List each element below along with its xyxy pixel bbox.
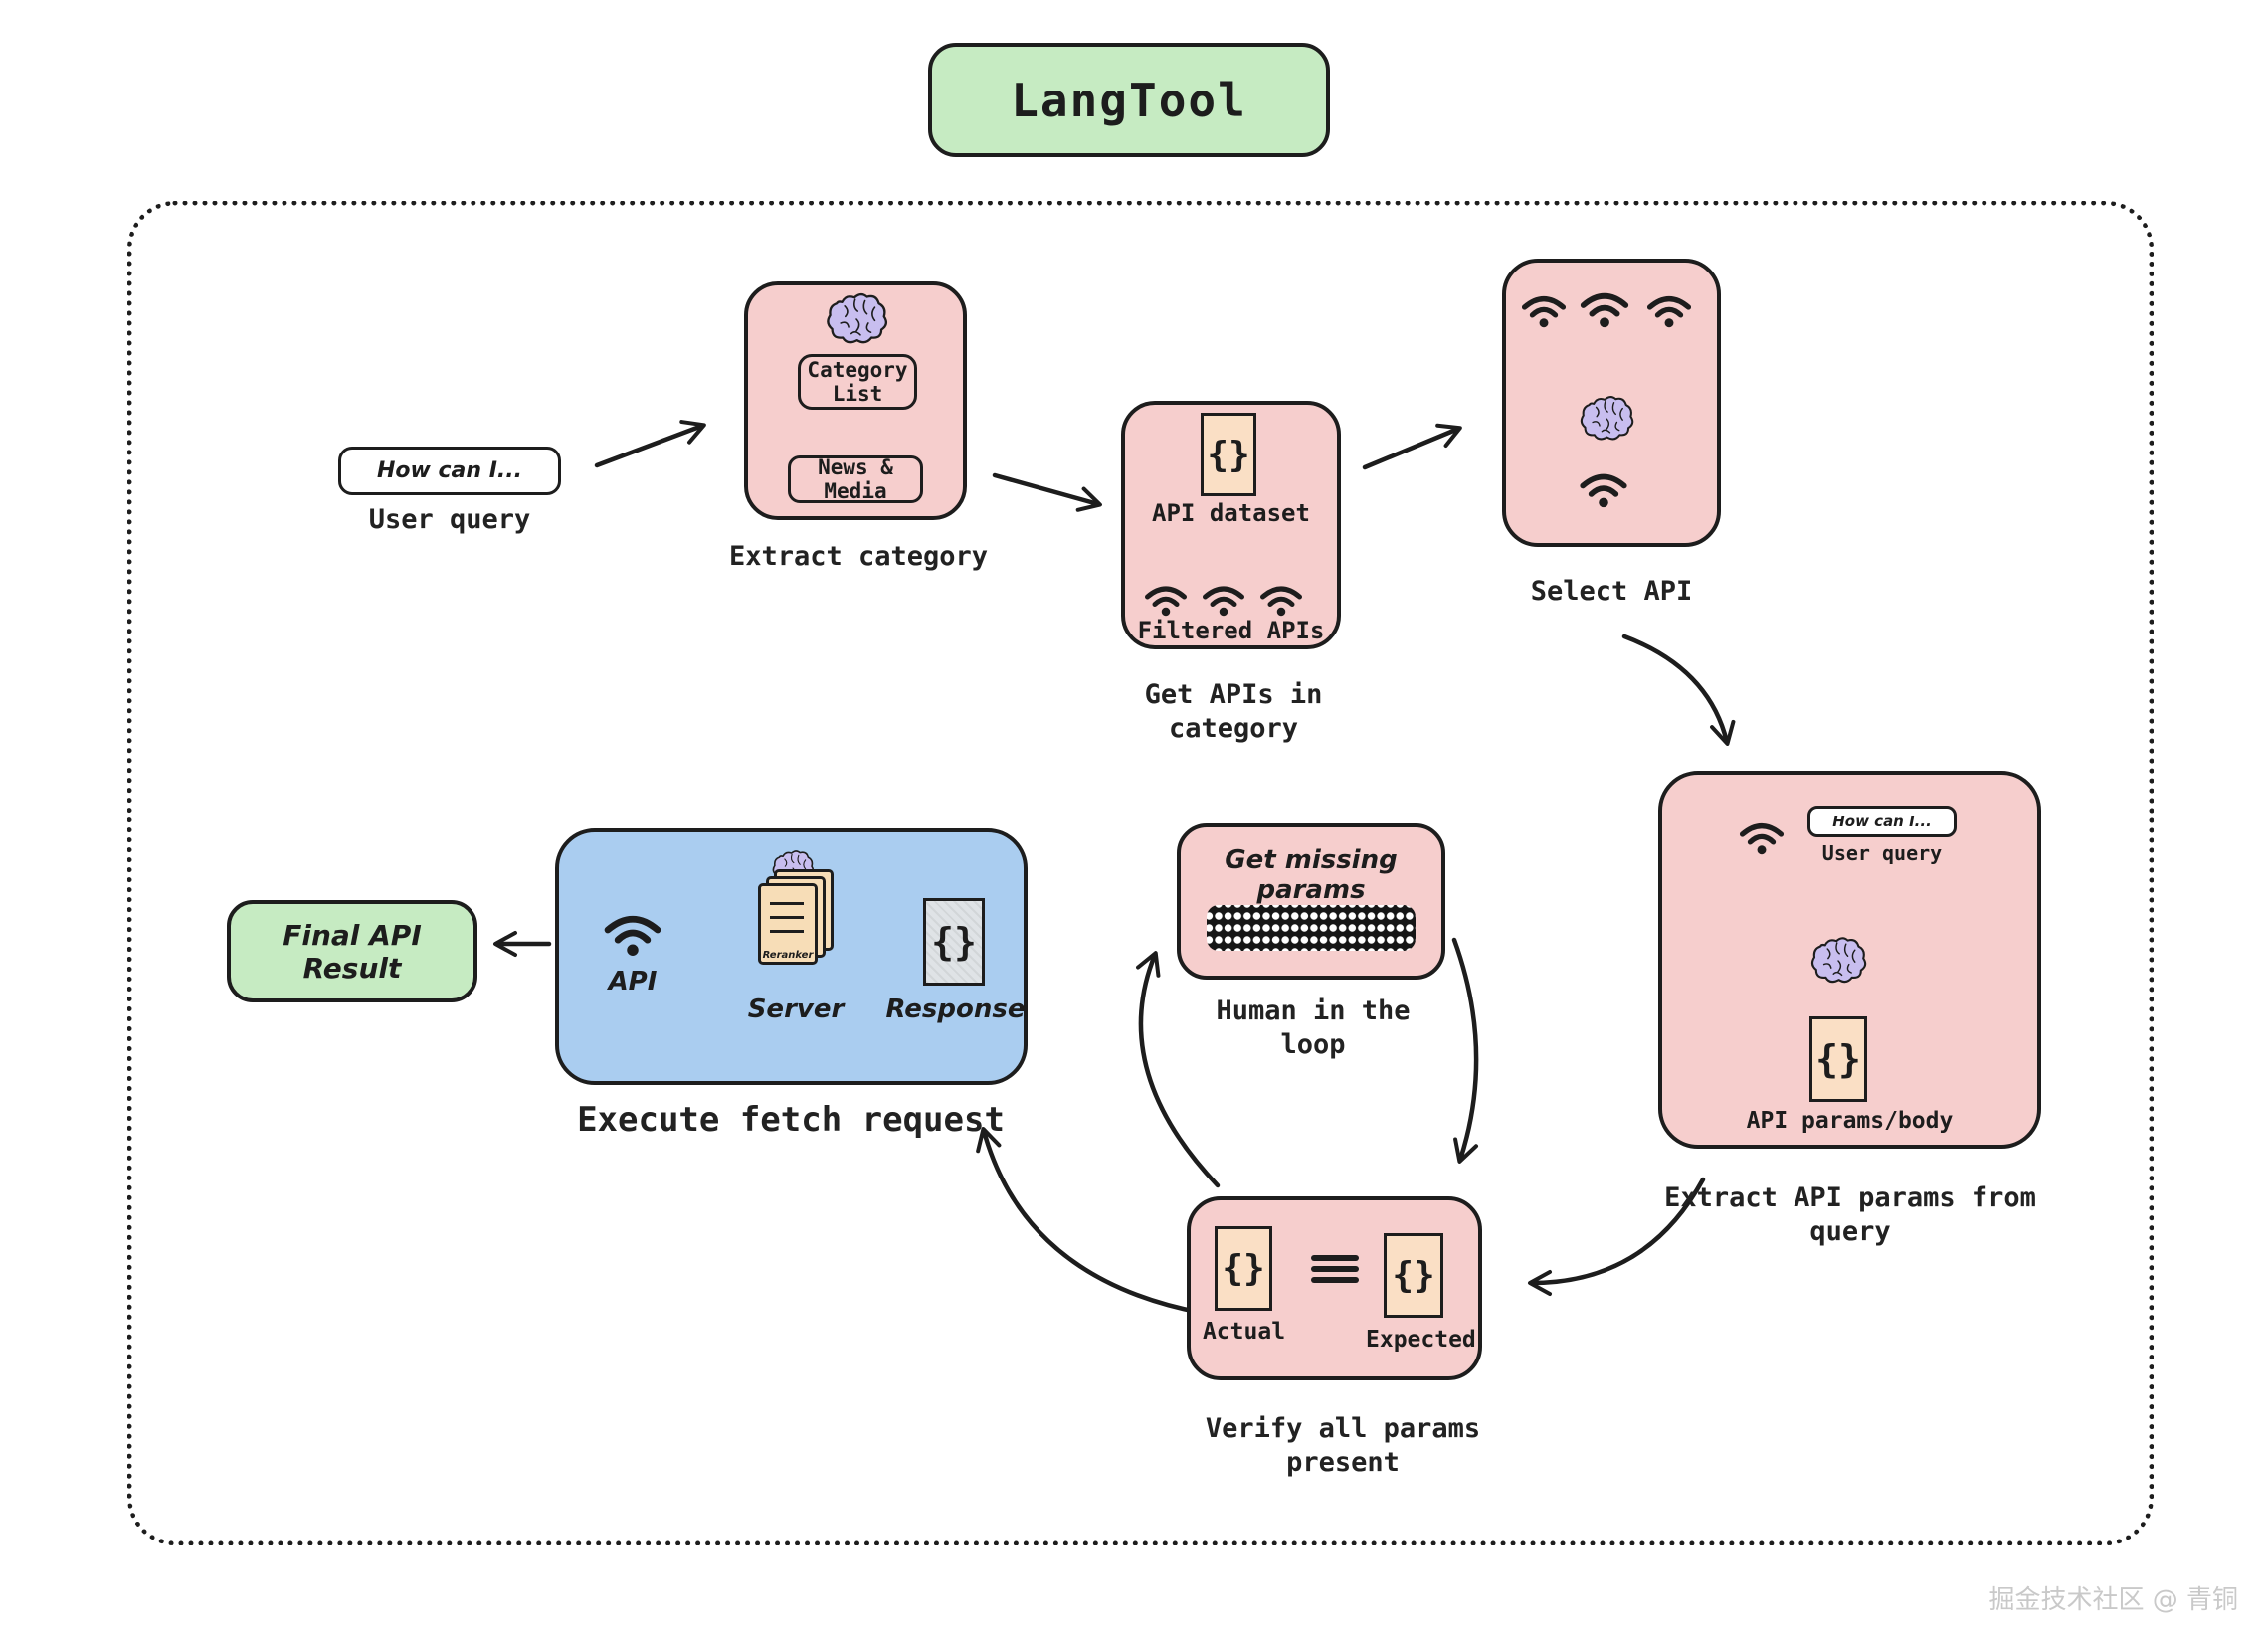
braces-glyph: {} xyxy=(1207,434,1250,475)
page-line xyxy=(770,902,804,905)
brain-icon xyxy=(824,291,889,347)
api-params-label: API params/body xyxy=(1746,1108,1954,1134)
final-result-box: Final API Result xyxy=(227,900,477,1002)
human-loop-box xyxy=(1177,823,1445,980)
category-value-chip: News & Media xyxy=(788,455,923,503)
params-query-text: How can I... xyxy=(1832,813,1932,830)
expected-label: Expected xyxy=(1366,1327,1476,1353)
wifi-icon xyxy=(597,903,668,957)
get-apis-caption: Get APIs in category xyxy=(1144,679,1323,744)
wifi-icon xyxy=(1516,286,1572,328)
response-doc-icon: {} xyxy=(923,898,985,986)
category-list-chip: Category List xyxy=(798,354,917,410)
params-query-label: User query xyxy=(1821,841,1943,865)
api-dataset-label: API dataset xyxy=(1152,499,1310,527)
braces-glyph: {} xyxy=(1222,1248,1265,1289)
human-loop-caption: Human in the loop xyxy=(1216,996,1411,1060)
document-page: Reranker xyxy=(758,883,818,965)
braces-glyph: {} xyxy=(1392,1255,1435,1296)
wifi-icon xyxy=(1255,577,1307,617)
expected-doc-icon: {} xyxy=(1384,1233,1443,1318)
api-params-doc-icon: {} xyxy=(1809,1016,1867,1102)
reranker-label: Reranker xyxy=(762,950,814,961)
wifi-icon xyxy=(1198,577,1249,617)
keyboard-icon xyxy=(1207,905,1416,951)
actual-label: Actual xyxy=(1202,1319,1286,1345)
user-query-text: How can I... xyxy=(377,458,522,483)
server-label: Server xyxy=(747,995,845,1024)
title-box: LangTool xyxy=(928,43,1330,157)
wifi-icon xyxy=(1574,282,1635,328)
wifi-icon xyxy=(1574,463,1633,508)
user-query-caption: User query xyxy=(368,504,531,535)
actual-doc-icon: {} xyxy=(1215,1226,1272,1311)
wifi-icon xyxy=(1140,577,1192,617)
user-query-box: How can I... xyxy=(338,447,561,495)
watermark-text: 掘金技术社区 @ 青铜 xyxy=(1988,1585,2238,1615)
verify-caption: Verify all params present xyxy=(1205,1413,1481,1478)
wifi-icon xyxy=(1735,814,1789,855)
extract-category-caption: Extract category xyxy=(728,541,989,572)
triple-equals-icon xyxy=(1311,1255,1359,1287)
wifi-icon xyxy=(1641,286,1697,328)
page-line xyxy=(770,916,804,919)
brain-icon xyxy=(1808,935,1868,987)
get-missing-params-text: Get missing params xyxy=(1225,845,1398,905)
select-api-caption: Select API xyxy=(1530,576,1693,607)
execute-fetch-caption: Execute fetch request xyxy=(577,1100,1005,1140)
title-text: LangTool xyxy=(1011,73,1247,127)
response-label: Response xyxy=(885,995,1026,1024)
api-label: API xyxy=(608,967,658,997)
equals-bar xyxy=(1311,1255,1359,1261)
category-list-text: Category List xyxy=(807,357,908,406)
server-documents-icon: Reranker xyxy=(758,865,838,990)
braces-glyph: {} xyxy=(1815,1037,1861,1081)
flow-container-border xyxy=(127,201,2154,1545)
params-query-box: How can I... xyxy=(1807,806,1957,837)
brain-icon xyxy=(1578,394,1635,444)
final-result-text: Final API Result xyxy=(283,918,422,985)
filtered-apis-label: Filtered APIs xyxy=(1137,617,1325,644)
api-dataset-doc-icon: {} xyxy=(1201,413,1256,496)
category-value-text: News & Media xyxy=(818,454,893,503)
equals-bar xyxy=(1311,1277,1359,1283)
extract-params-caption: Extract API params from query xyxy=(1664,1182,2036,1247)
equals-bar xyxy=(1311,1266,1359,1272)
page-line xyxy=(770,930,804,933)
braces-glyph: {} xyxy=(931,920,977,964)
